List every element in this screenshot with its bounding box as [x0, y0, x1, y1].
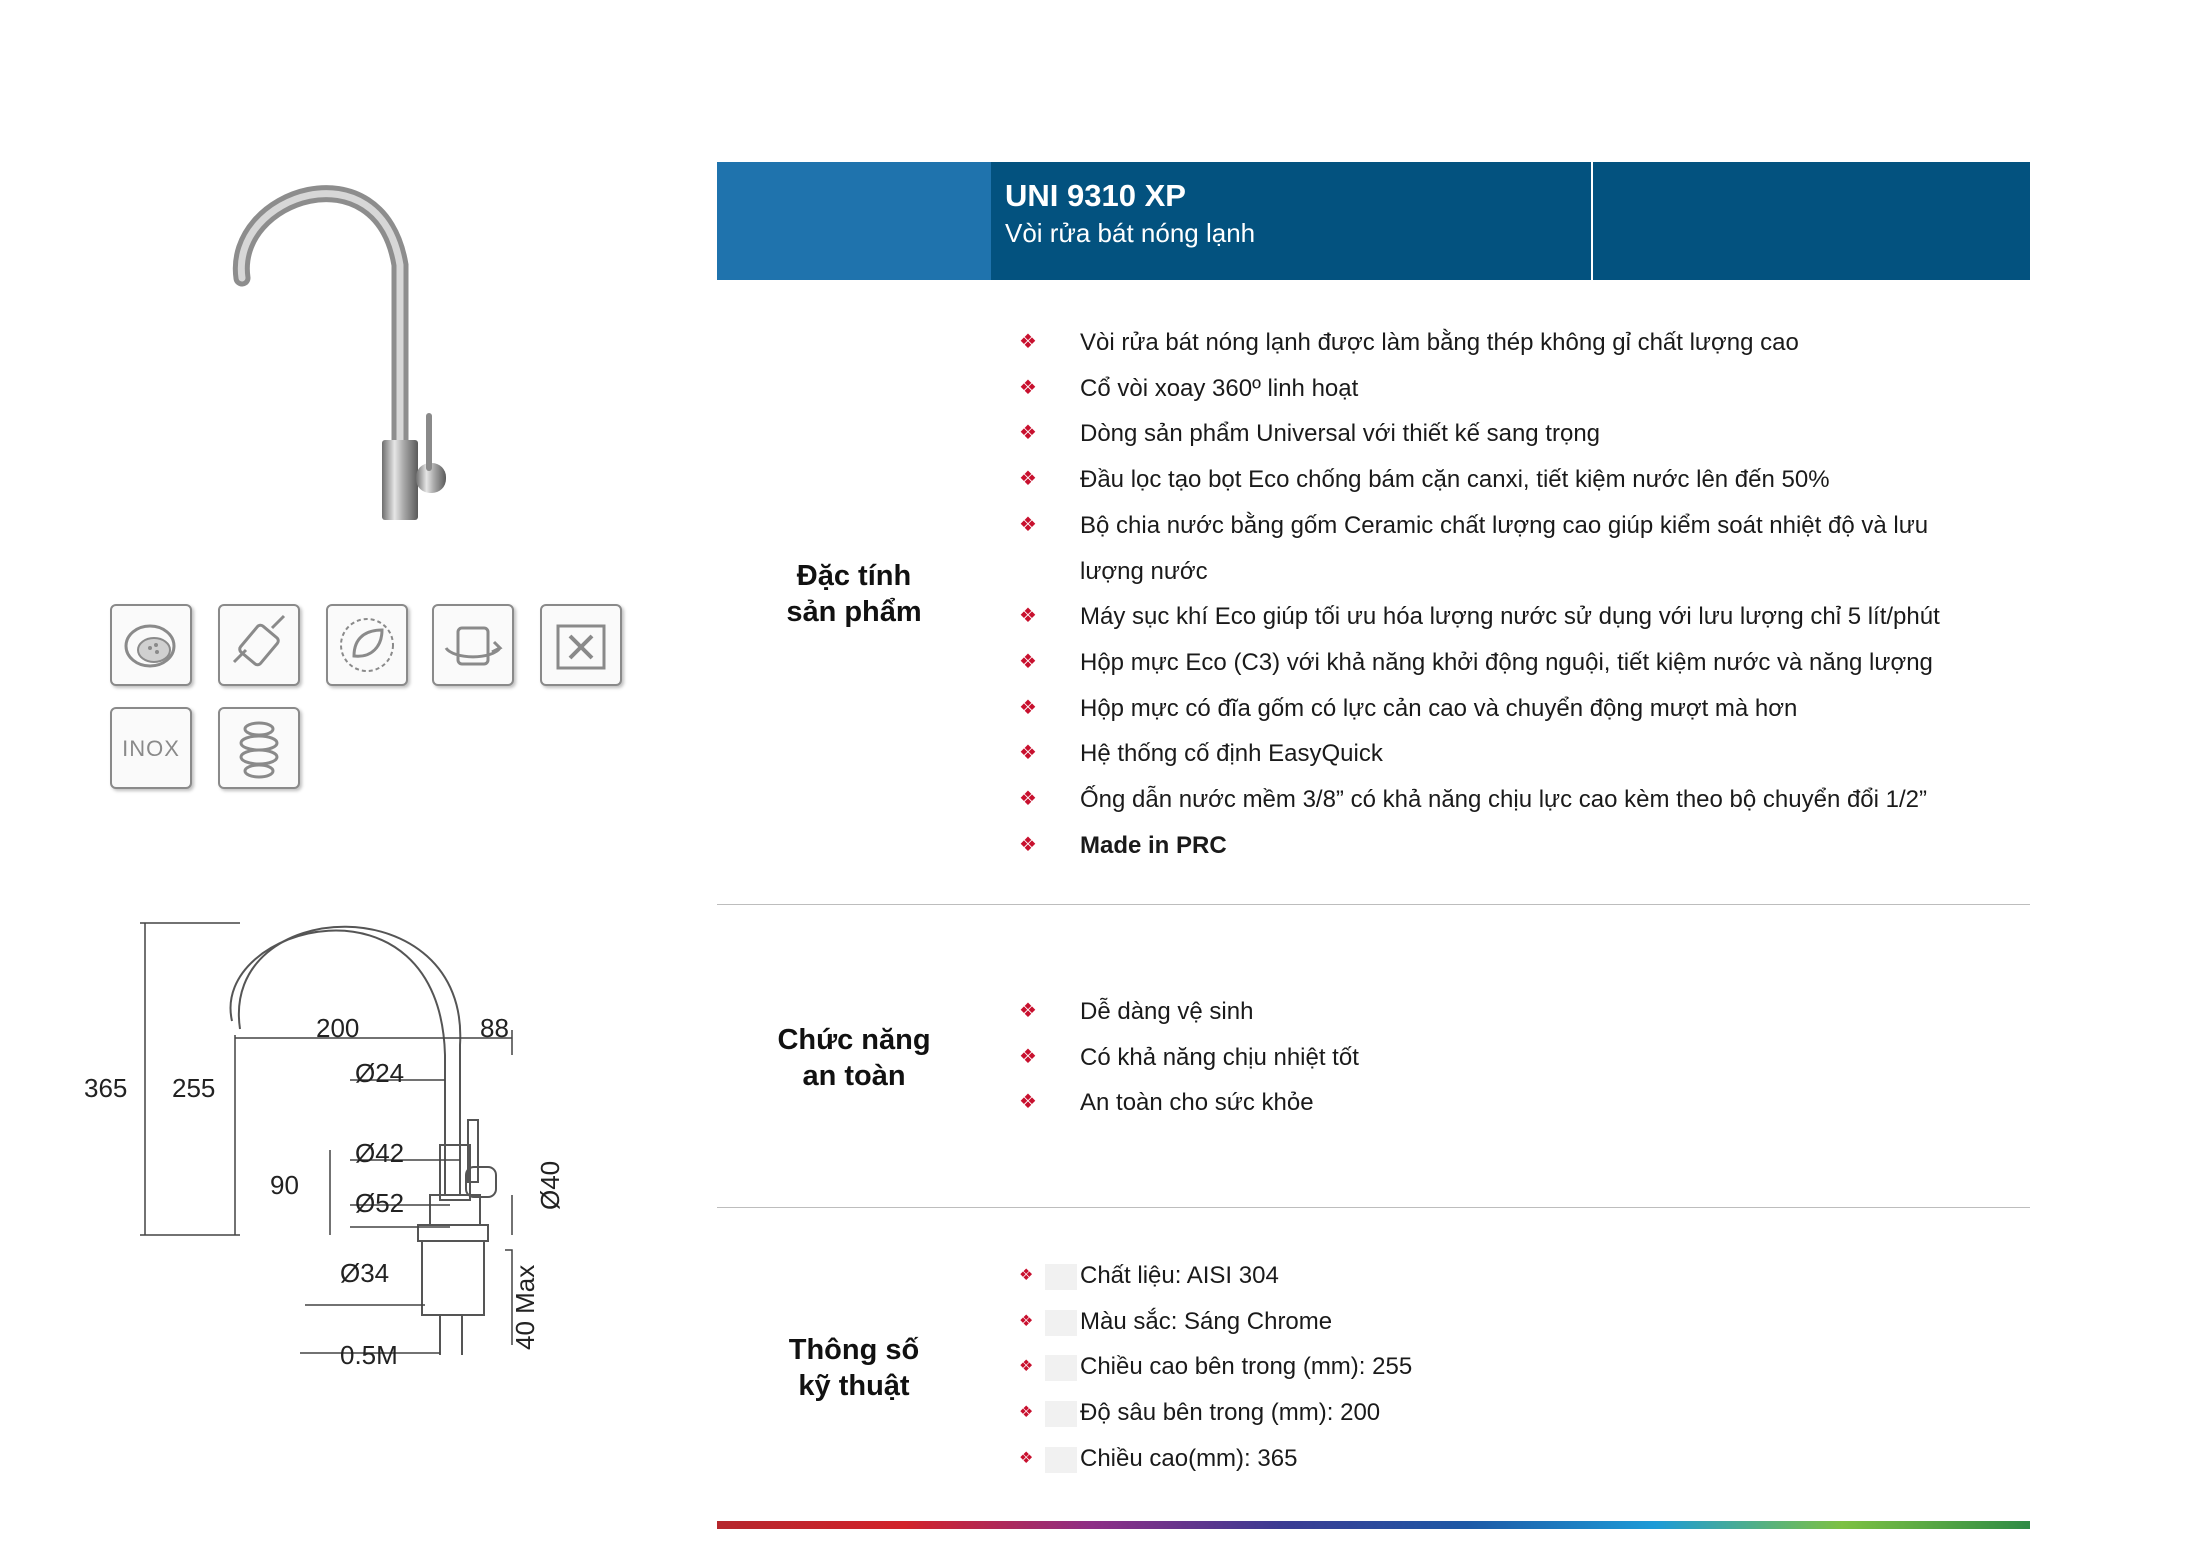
dim-d52: Ø52 — [355, 1188, 405, 1218]
dim-365: 365 — [84, 1073, 128, 1103]
list-item: ❖Chiều cao(mm): 365 — [1015, 1436, 1412, 1482]
features-label: Đặc tính sản phẩm — [717, 558, 991, 630]
dim-40-max: 40 Max — [510, 1264, 540, 1350]
swivel-hose-icon — [218, 604, 300, 686]
easy-install-icon — [540, 604, 622, 686]
dim-200: 200 — [316, 1013, 360, 1043]
list-item: ❖Cổ vòi xoay 360º linh hoạt — [1015, 366, 1940, 412]
dim-d34: Ø34 — [340, 1258, 390, 1288]
section-divider — [717, 904, 2030, 905]
list-item: ❖Hộp mực Eco (C3) với khả năng khởi động… — [1015, 640, 1940, 686]
technical-drawing — [140, 922, 513, 1355]
diamond-bullet-icon: ❖ — [1019, 696, 1037, 719]
list-item: ❖Ống dẫn nước mềm 3/8” có khả năng chịu … — [1015, 777, 1940, 823]
safety-label: Chức năng an toàn — [717, 1022, 991, 1094]
diamond-bullet-icon: ❖ — [1019, 376, 1037, 399]
list-item: ❖Made in PRC — [1015, 823, 1940, 869]
inox-icon: INOX — [110, 707, 192, 789]
diamond-bullet-icon: ❖ — [1019, 331, 1037, 353]
list-item-continuation: lượng nước — [1080, 557, 1208, 585]
diamond-bullet-icon: ❖ — [1019, 1267, 1034, 1284]
diamond-bullet-icon: ❖ — [1019, 833, 1037, 856]
diamond-bullet-icon: ❖ — [1019, 742, 1037, 765]
diamond-bullet-icon: ❖ — [1019, 1358, 1034, 1376]
brand-color-bar — [717, 1521, 2030, 1529]
diamond-bullet-icon: ❖ — [1019, 1045, 1037, 1068]
list-item: ❖Hộp mực có đĩa gốm có lực cản cao và ch… — [1015, 686, 1940, 732]
eco-leaf-icon — [326, 604, 408, 686]
list-item: ❖Máy sục khí Eco giúp tối ưu hóa lượng n… — [1015, 594, 1940, 640]
dim-05m: 0.5M — [340, 1340, 398, 1370]
inox-label: INOX — [122, 736, 180, 761]
diamond-bullet-icon: ❖ — [1019, 1404, 1034, 1422]
list-item: ❖Vòi rửa bát nóng lạnh được làm bằng thé… — [1015, 320, 1940, 366]
faucet-product-image — [232, 185, 446, 520]
list-item: ❖Đầu lọc tạo bọt Eco chống bám cặn canxi… — [1015, 457, 1940, 503]
diamond-bullet-icon: ❖ — [1019, 468, 1037, 491]
list-item: ❖Có khả năng chịu nhiệt tốt — [1015, 1035, 1359, 1081]
dim-d42: Ø42 — [355, 1138, 405, 1168]
header-right-block — [1593, 162, 2030, 280]
list-item: ❖Dễ dàng vệ sinh — [1015, 989, 1359, 1035]
safety-list: ❖Dễ dàng vệ sinh ❖Có khả năng chịu nhiệt… — [1015, 989, 1359, 1126]
dim-88: 88 — [480, 1013, 509, 1043]
diamond-bullet-icon: ❖ — [1019, 788, 1037, 811]
dim-d24: Ø24 — [355, 1058, 405, 1088]
list-item: ❖Chất liệu: AISI 304 — [1015, 1253, 1412, 1299]
diamond-bullet-icon: ❖ — [1019, 422, 1037, 445]
specs-label-line2: kỹ thuật — [798, 1370, 910, 1402]
diamond-bullet-icon: ❖ — [1019, 1449, 1034, 1467]
safety-label-line2: an toàn — [802, 1060, 906, 1092]
list-item: ❖Bộ chia nước bằng gốm Ceramic chất lượn… — [1015, 503, 1940, 549]
aerator-icon — [110, 604, 192, 686]
safety-label-line1: Chức năng — [777, 1024, 931, 1056]
list-item: ❖Chiều cao bên trong (mm): 255 — [1015, 1344, 1412, 1390]
product-title: UNI 9310 XP — [1005, 178, 1186, 213]
ceramic-cartridge-icon — [218, 707, 300, 789]
diamond-bullet-icon: ❖ — [1019, 1312, 1034, 1330]
features-list: ❖Vòi rửa bát nóng lạnh được làm bằng thé… — [1015, 320, 1940, 868]
product-subtitle: Vòi rửa bát nóng lạnh — [1005, 218, 1256, 248]
list-item: ❖Độ sâu bên trong (mm): 200 — [1015, 1390, 1412, 1436]
dim-d40: Ø40 — [535, 1160, 565, 1210]
list-item: ❖An toàn cho sức khỏe — [1015, 1080, 1359, 1126]
diamond-bullet-icon: ❖ — [1019, 650, 1037, 673]
features-label-line1: Đặc tính — [796, 560, 912, 592]
specs-label-line1: Thông số — [788, 1334, 920, 1366]
dim-255: 255 — [172, 1073, 216, 1103]
diamond-bullet-icon: ❖ — [1019, 513, 1037, 536]
features-label-line2: sản phẩm — [786, 596, 922, 628]
rotation-360-icon — [432, 604, 514, 686]
specs-list: ❖Chất liệu: AISI 304 ❖Màu sắc: Sáng Chro… — [1015, 1253, 1412, 1482]
header-middle-block — [991, 162, 1591, 280]
diamond-bullet-icon: ❖ — [1019, 605, 1037, 628]
list-item: ❖Dòng sản phẩm Universal với thiết kế sa… — [1015, 411, 1940, 457]
section-divider — [717, 1207, 2030, 1208]
diamond-bullet-icon: ❖ — [1019, 1091, 1037, 1114]
list-item: ❖Hệ thống cố định EasyQuick — [1015, 731, 1940, 777]
dim-90: 90 — [270, 1170, 299, 1200]
header-left-block — [717, 162, 991, 280]
diamond-bullet-icon: ❖ — [1019, 1000, 1037, 1022]
list-item: ❖Màu sắc: Sáng Chrome — [1015, 1299, 1412, 1345]
specs-label: Thông số kỹ thuật — [717, 1332, 991, 1404]
